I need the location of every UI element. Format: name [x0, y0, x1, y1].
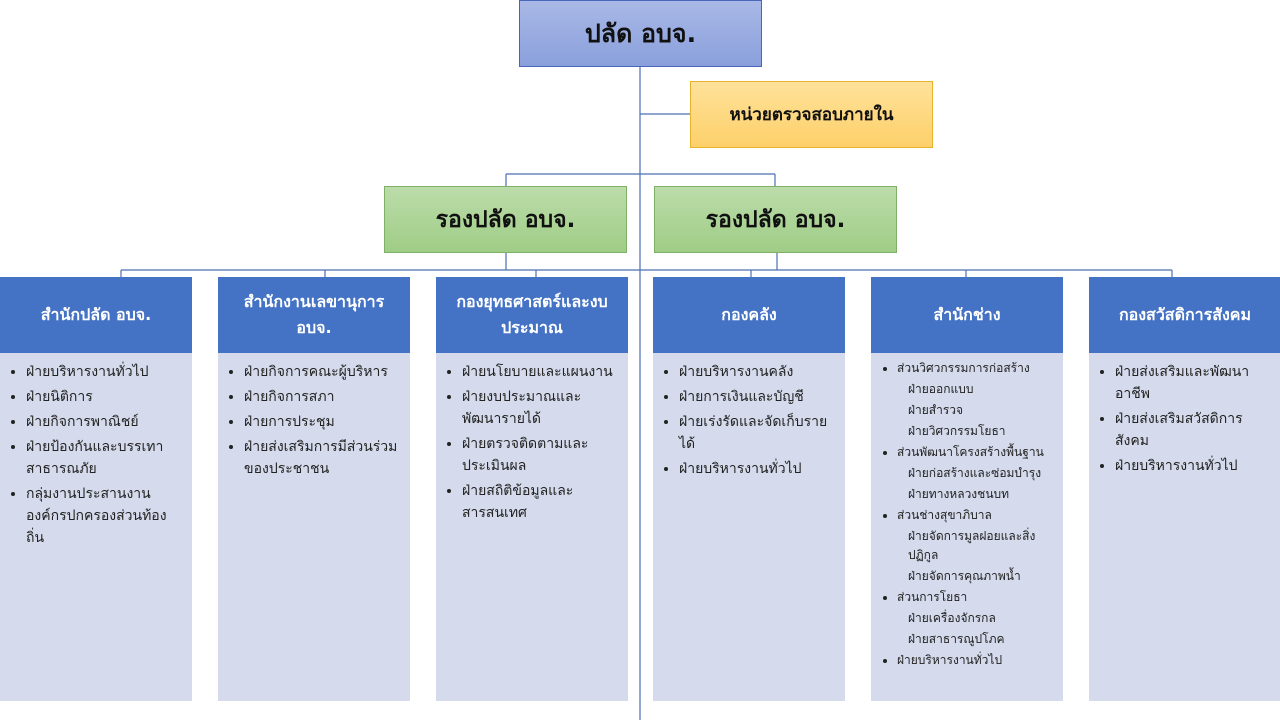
sub-list-item: ฝ่ายออกแบบ: [908, 382, 974, 396]
list-item: ส่วนการโยธา: [897, 588, 1055, 607]
chief-administrator-title: ปลัด อบจ.: [584, 18, 697, 48]
department-list: ฝ่ายกิจการคณะผู้บริหาร ฝ่ายกิจการสภา ฝ่า…: [218, 353, 410, 480]
list-item: ฝ่ายบริหารงานทั่วไป: [897, 651, 1055, 670]
chief-administrator-box: ปลัด อบจ.: [519, 0, 762, 67]
department-column-6: กองสวัสดิการสังคม ฝ่ายส่งเสริมและพัฒนาอา…: [1089, 277, 1280, 701]
list-item: ฝ่ายส่งเสริมสวัสดิการสังคม: [1115, 408, 1273, 452]
sub-list-item: ฝ่ายจัดการคุณภาพน้ำ: [908, 569, 1021, 583]
list-item: กลุ่มงานประสานงานองค์กรปกครองส่วนท้องถิ่…: [26, 483, 184, 549]
sub-list-item: ฝ่ายเครื่องจักรกล: [908, 611, 996, 625]
list-item: ฝ่ายสถิติข้อมูลและสารสนเทศ: [462, 480, 620, 524]
list-item: ฝ่ายบริหารงานทั่วไป: [679, 458, 837, 480]
department-header: สำนักงานเลขานุการ อบจ.: [218, 277, 410, 353]
list-item: ฝ่ายการเงินและบัญชี: [679, 386, 837, 408]
department-header: สำนักช่าง: [871, 277, 1063, 353]
department-header: กองคลัง: [653, 277, 845, 353]
list-item: ฝ่ายป้องกันและบรรเทาสาธารณภัย: [26, 436, 184, 480]
department-column-4: กองคลัง ฝ่ายบริหารงานคลัง ฝ่ายการเงินและ…: [653, 277, 845, 701]
list-item: ส่วนพัฒนาโครงสร้างพื้นฐาน: [897, 443, 1055, 462]
department-column-3: กองยุทธศาสตร์และงบประมาณ ฝ่ายนโยบายและแผ…: [436, 277, 628, 701]
sub-list-item: ฝ่ายทางหลวงชนบท: [908, 487, 1010, 501]
deputy-title: รองปลัด อบจ.: [435, 206, 576, 233]
list-item: ฝ่ายบริหารงานคลัง: [679, 361, 837, 383]
department-list: ฝ่ายบริหารงานคลัง ฝ่ายการเงินและบัญชี ฝ่…: [653, 353, 845, 480]
deputy-box-2: รองปลัด อบจ.: [654, 186, 897, 253]
sub-list-item: ฝ่ายก่อสร้างและซ่อมบำรุง: [908, 466, 1042, 480]
list-item: ฝ่ายบริหารงานทั่วไป: [1115, 455, 1273, 477]
department-list: ฝ่ายส่งเสริมและพัฒนาอาชีพ ฝ่ายส่งเสริมสว…: [1089, 353, 1280, 477]
internal-audit-title: หน่วยตรวจสอบภายใน: [729, 105, 894, 125]
list-item: ฝ่ายส่งเสริมและพัฒนาอาชีพ: [1115, 361, 1273, 405]
sub-list-item: ฝ่ายสาธารณูปโภค: [908, 632, 1005, 646]
deputy-title: รองปลัด อบจ.: [705, 206, 846, 233]
list-item: ฝ่ายนิติการ: [26, 386, 184, 408]
sub-list-item: ฝ่ายสำรวจ: [908, 403, 964, 417]
sub-list-item: ฝ่ายวิศวกรรมโยธา: [908, 424, 1006, 438]
list-item: ฝ่ายเร่งรัดและจัดเก็บรายได้: [679, 411, 837, 455]
list-item: ฝ่ายนโยบายและแผนงาน: [462, 361, 620, 383]
list-item: ฝ่ายตรวจติดตามและประเมินผล: [462, 433, 620, 477]
department-column-5: สำนักช่าง ส่วนวิศวกรรมการก่อสร้าง ฝ่ายออ…: [871, 277, 1063, 701]
internal-audit-box: หน่วยตรวจสอบภายใน: [690, 81, 933, 148]
department-list: ฝ่ายนโยบายและแผนงาน ฝ่ายงบประมาณและพัฒนา…: [436, 353, 628, 524]
deputy-box-1: รองปลัด อบจ.: [384, 186, 627, 253]
sub-list-item: ฝ่ายจัดการมูลฝอยและสิ่งปฏิกูล: [908, 529, 1036, 562]
list-item: ฝ่ายกิจการสภา: [244, 386, 402, 408]
department-header: กองสวัสดิการสังคม: [1089, 277, 1280, 353]
list-item: ฝ่ายส่งเสริมการมีส่วนร่วมของประชาชน: [244, 436, 402, 480]
list-item: ฝ่ายงบประมาณและพัฒนารายได้: [462, 386, 620, 430]
department-list: ฝ่ายบริหารงานทั่วไป ฝ่ายนิติการ ฝ่ายกิจก…: [0, 353, 192, 549]
list-item: ฝ่ายบริหารงานทั่วไป: [26, 361, 184, 383]
list-item: ส่วนช่างสุขาภิบาล: [897, 506, 1055, 525]
list-item: ฝ่ายกิจการพาณิชย์: [26, 411, 184, 433]
department-column-2: สำนักงานเลขานุการ อบจ. ฝ่ายกิจการคณะผู้บ…: [218, 277, 410, 701]
department-column-1: สำนักปลัด อบจ. ฝ่ายบริหารงานทั่วไป ฝ่ายน…: [0, 277, 192, 701]
list-item: ส่วนวิศวกรรมการก่อสร้าง: [897, 359, 1055, 378]
department-list: ส่วนวิศวกรรมการก่อสร้าง ฝ่ายออกแบบ ฝ่ายส…: [871, 353, 1063, 670]
list-item: ฝ่ายกิจการคณะผู้บริหาร: [244, 361, 402, 383]
department-header: สำนักปลัด อบจ.: [0, 277, 192, 353]
list-item: ฝ่ายการประชุม: [244, 411, 402, 433]
department-header: กองยุทธศาสตร์และงบประมาณ: [436, 277, 628, 353]
